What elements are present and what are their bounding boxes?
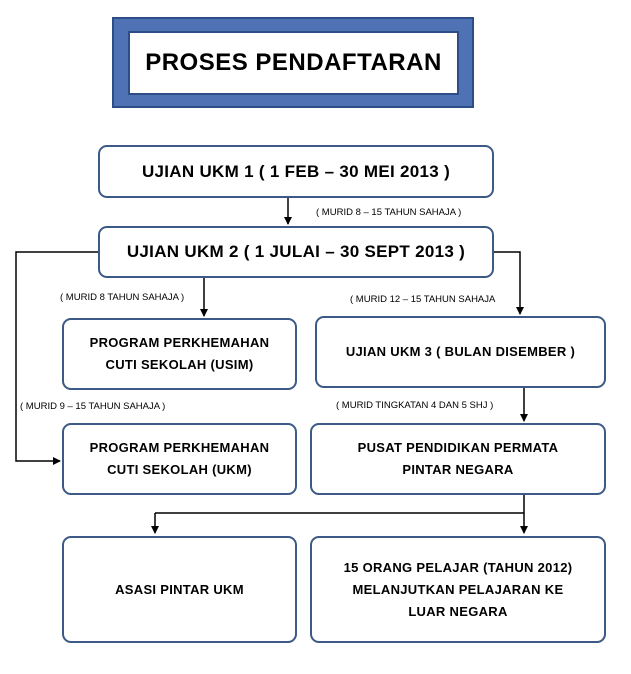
box-ujian-ukm-1: UJIAN UKM 1 ( 1 FEB – 30 MEI 2013 ) xyxy=(98,145,494,198)
box-pelajar-luar-negara: 15 ORANG PELAJAR (TAHUN 2012) MELANJUTKA… xyxy=(310,536,606,643)
box-program-ukm: PROGRAM PERKHEMAHAN CUTI SEKOLAH (UKM) xyxy=(62,423,297,495)
note-age-12-15: ( MURID 12 – 15 TAHUN SAHAJA xyxy=(350,294,496,305)
note-age-9-15: ( MURID 9 – 15 TAHUN SAHAJA ) xyxy=(20,401,166,412)
box-asasi-pintar: ASASI PINTAR UKM xyxy=(62,536,297,643)
note-age-8-15: ( MURID 8 – 15 TAHUN SAHAJA ) xyxy=(316,207,462,218)
box-program-usim: PROGRAM PERKHEMAHAN CUTI SEKOLAH (USIM) xyxy=(62,318,297,390)
box-ujian-ukm-2: UJIAN UKM 2 ( 1 JULAI – 30 SEPT 2013 ) xyxy=(98,226,494,278)
note-form-4-5: ( MURID TINGKATAN 4 DAN 5 SHJ ) xyxy=(336,400,494,411)
note-age-8: ( MURID 8 TAHUN SAHAJA ) xyxy=(60,292,185,303)
arrow-ukm2-to-ukm3 xyxy=(494,251,524,315)
box-ujian-ukm-3: UJIAN UKM 3 ( BULAN DISEMBER ) xyxy=(315,316,606,388)
box-pusat-permata: PUSAT PENDIDIKAN PERMATA PINTAR NEGARA xyxy=(310,423,606,495)
arrow-ukm2-to-ukmcamp xyxy=(15,251,99,465)
page-title: PROSES PENDAFTARAN xyxy=(128,31,459,95)
